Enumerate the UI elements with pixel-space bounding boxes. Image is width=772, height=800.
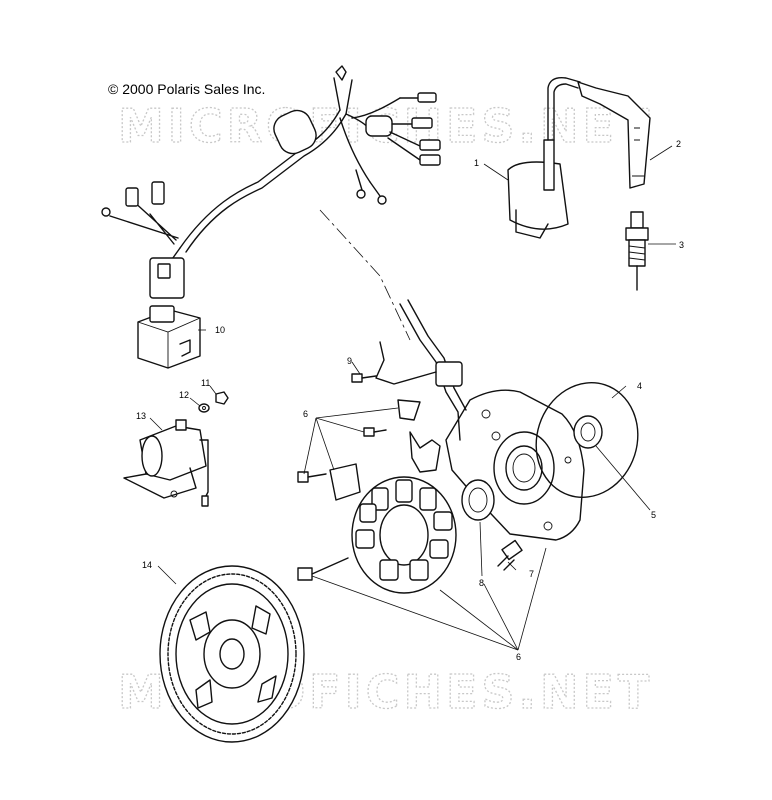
nut[interactable] [215, 391, 229, 405]
flywheel[interactable] [159, 565, 305, 743]
washer[interactable] [198, 403, 210, 413]
callout-13: 13 [136, 411, 146, 421]
pulse-coil[interactable] [329, 463, 361, 501]
callout-2: 2 [676, 139, 681, 149]
callout-11: 11 [201, 378, 210, 388]
callout-9: 9 [347, 356, 352, 366]
screw-9[interactable] [351, 373, 377, 383]
stator-plate[interactable] [445, 389, 585, 541]
starter-solenoid[interactable] [123, 419, 209, 507]
callout-3: 3 [679, 240, 684, 250]
screw-6-upper[interactable] [363, 427, 387, 437]
stator-lead-wire[interactable] [375, 299, 467, 473]
spark-plug-cap[interactable] [577, 81, 651, 189]
callout-6-upper: 6 [303, 409, 308, 419]
callout-7: 7 [529, 569, 534, 579]
wiring-harness[interactable] [101, 65, 441, 299]
callout-10: 10 [215, 325, 225, 335]
callout-14: 14 [142, 560, 152, 570]
callout-6-lower: 6 [516, 652, 521, 662]
callout-5: 5 [651, 510, 656, 520]
screw-6-left[interactable] [297, 471, 327, 483]
ignition-coil[interactable] [507, 77, 581, 239]
callout-4: 4 [637, 381, 642, 391]
callout-12: 12 [179, 390, 189, 400]
cdi-module[interactable] [137, 305, 201, 369]
seal[interactable] [461, 479, 495, 521]
spark-plug[interactable] [625, 211, 649, 291]
harness-path [319, 209, 411, 341]
callout-8: 8 [479, 578, 484, 588]
leader-lines [149, 145, 676, 651]
stator-coil[interactable] [351, 476, 457, 594]
o-ring[interactable] [522, 369, 653, 510]
callout-1: 1 [474, 158, 479, 168]
bolt[interactable] [497, 539, 523, 571]
stator-bolt[interactable] [297, 557, 349, 581]
copyright-notice: © 2000 Polaris Sales Inc. [108, 81, 266, 97]
oil-seal[interactable] [573, 415, 603, 449]
